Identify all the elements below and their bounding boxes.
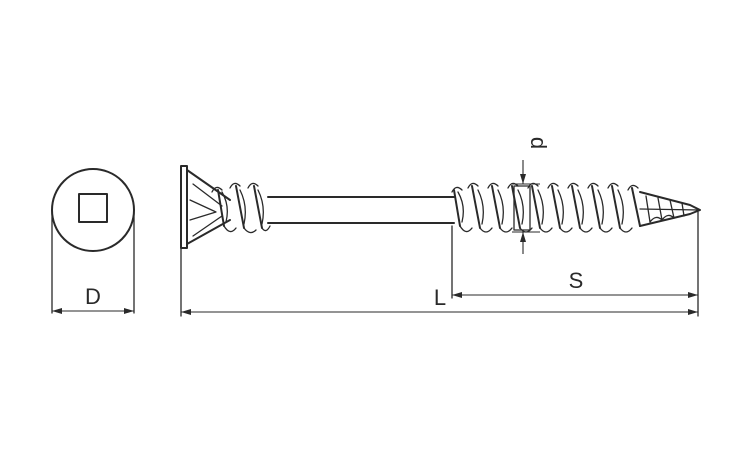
d-arrow-top [520, 174, 526, 184]
screw-head-end-view: D [51, 168, 135, 314]
s-arrow-left [452, 292, 462, 298]
upper-thread [211, 182, 271, 234]
dimension-label-head-diameter: D [85, 284, 101, 309]
head-outline-circle [51, 168, 135, 252]
d-arrow-bottom [520, 232, 526, 242]
screw-head-plate [180, 165, 188, 249]
s-dimension: S [451, 211, 699, 317]
screw-head-taper [186, 169, 231, 245]
screw-tip [639, 191, 701, 227]
square-drive-recess [78, 193, 108, 223]
underhead-nibs [189, 183, 223, 237]
dimension-label-thread-length: S [569, 268, 584, 293]
dimension-label-total-length: L [434, 285, 446, 310]
d-dimension: d [512, 137, 551, 254]
l-arrow-left [181, 309, 191, 315]
d-arrow-left [52, 308, 62, 314]
dimension-label-thread-diameter: d [526, 137, 551, 149]
screw-side-view [180, 165, 701, 249]
l-arrow-right [688, 309, 698, 315]
d-arrow-right [124, 308, 134, 314]
s-arrow-right [688, 292, 698, 298]
lower-thread [451, 182, 641, 233]
d-thread-core-box [513, 185, 531, 231]
l-dimension: L [180, 247, 698, 317]
